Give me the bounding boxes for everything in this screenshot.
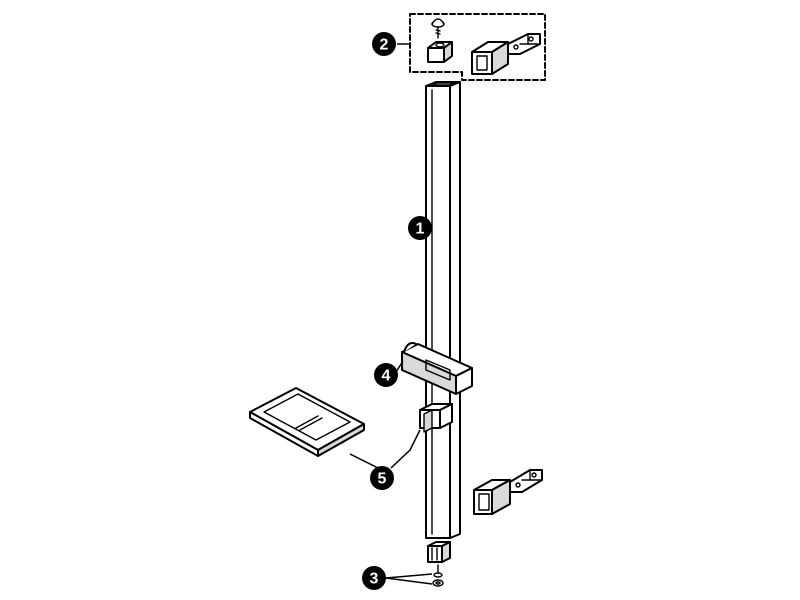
detail-box-part-2 xyxy=(409,13,546,81)
callout-3: 3 xyxy=(362,566,386,590)
callout-2-label: 2 xyxy=(380,37,389,54)
callout-1: 1 xyxy=(408,216,432,240)
top-end-cap xyxy=(427,41,453,63)
callout-2: 2 xyxy=(372,32,396,56)
leader-4 xyxy=(395,360,404,373)
callout-1-label: 1 xyxy=(416,221,425,238)
bottom-parts-part-3 xyxy=(427,541,451,587)
soap-holder-clip-part-5 xyxy=(419,403,453,433)
callout-5-label: 5 xyxy=(378,471,387,488)
leader-3b xyxy=(385,577,433,585)
callout-4: 4 xyxy=(374,363,398,387)
leader-5a xyxy=(390,429,421,469)
callout-5: 5 xyxy=(370,466,394,490)
soap-dish xyxy=(249,387,365,457)
leader-3a xyxy=(385,573,433,579)
slide-rail-part-1 xyxy=(425,81,461,539)
callout-4-label: 4 xyxy=(382,368,391,385)
top-wall-bracket xyxy=(471,33,541,75)
callout-3-label: 3 xyxy=(370,571,379,588)
dashed-detail-border xyxy=(409,13,546,81)
shower-holder-part-4 xyxy=(401,342,473,395)
top-screw xyxy=(431,18,445,39)
bottom-wall-bracket xyxy=(473,469,543,515)
